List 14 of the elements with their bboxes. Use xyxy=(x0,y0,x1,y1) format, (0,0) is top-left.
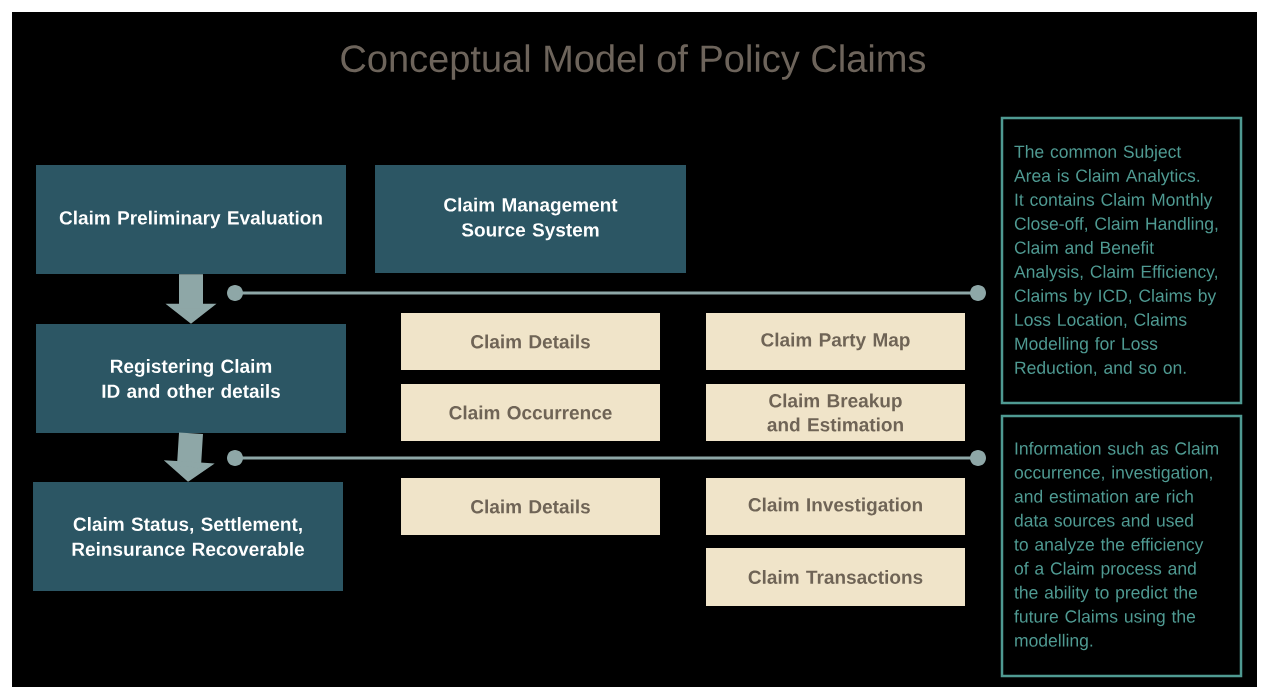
note-box: Information such as Claim occurrence, investigation, and estimation are rich data sources and used to analyze the efficiency of a Claim process and the ability to predict the future Claims using the modelling. xyxy=(1000,414,1243,678)
data-box: Claim Transactions xyxy=(706,548,965,606)
data-box: Claim Details xyxy=(401,478,660,535)
title: Conceptual Model of Policy Claims xyxy=(341,44,926,80)
data-box: Claim Details xyxy=(401,313,660,370)
process-box: Registering Claim ID and other details xyxy=(36,324,346,433)
process-box: Claim Management Source System xyxy=(375,165,686,273)
data-box: Claim Investigation xyxy=(706,478,965,535)
data-box: Claim Party Map xyxy=(706,313,965,370)
data-box: Claim Occurrence xyxy=(401,384,660,441)
note-box: The common Subject Area is Claim Analytics. It contains Claim Monthly Close-off, Claim Handling, Claim and Benefit Analysis, Claim Efficiency, Claims by ICD, Claims by Loss Location, Claims Modelling for Loss Reduction, and so on. xyxy=(1000,116,1243,405)
process-box: Claim Preliminary Evaluation xyxy=(36,165,346,274)
process-box: Claim Status, Settlement, Reinsurance Recoverable xyxy=(33,482,343,591)
data-box: Claim Breakup and Estimation xyxy=(706,384,965,441)
